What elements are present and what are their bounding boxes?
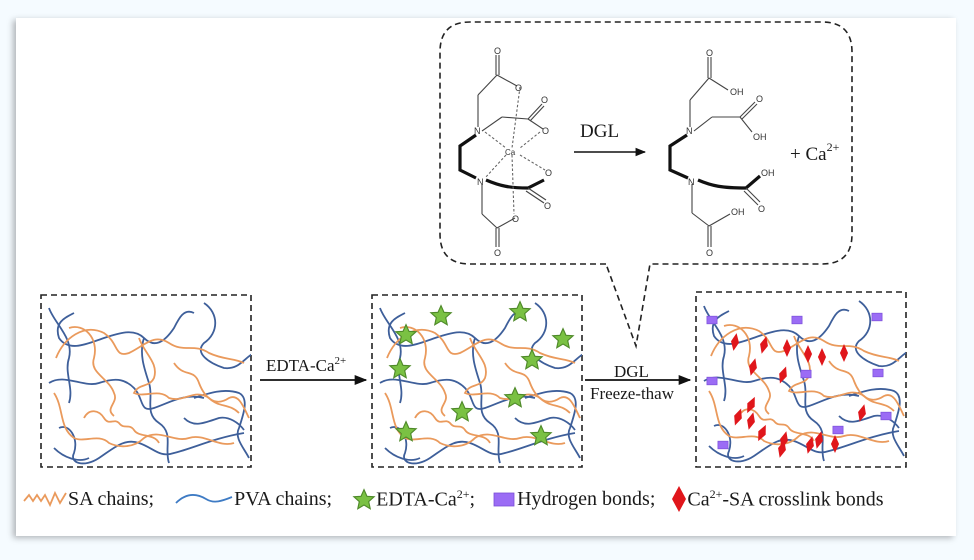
panel-crosslinked-network xyxy=(695,291,907,468)
edta-product-structure xyxy=(668,57,762,247)
hydrogen-bond-square-icon xyxy=(872,368,884,378)
atom-o: O xyxy=(758,204,765,214)
atom-o: O xyxy=(494,248,501,258)
legend-label: Hydrogen bonds; xyxy=(517,487,656,510)
crosslink-diamond-icon xyxy=(782,339,792,357)
edta-ca-star-icon xyxy=(509,301,531,322)
sa-chain-icon xyxy=(23,490,67,508)
hydrogen-bond-square-icon xyxy=(717,440,729,450)
crosslink-diamond-icon xyxy=(757,335,771,355)
legend-label: Ca2+-SA crosslink bonds xyxy=(687,486,884,511)
panel-initial-network xyxy=(40,294,252,468)
atom-n: N xyxy=(477,177,484,187)
hydrogen-bond-square-icon xyxy=(880,411,892,421)
edta-product-labels: O OH O OH N OH N O OH O xyxy=(686,48,775,258)
square-icon xyxy=(493,492,515,507)
crosslink-diamond-icon xyxy=(744,411,758,431)
edta-ca-complex-structure xyxy=(458,55,547,247)
step1-label: EDTA-Ca2+ xyxy=(266,355,346,375)
product-calcium-ion: + Ca2+ xyxy=(790,140,840,165)
callout-bubble xyxy=(439,21,853,350)
step2-label-bottom: Freeze-thaw xyxy=(590,384,675,403)
atom-oh: OH xyxy=(761,168,775,178)
atom-oh: OH xyxy=(730,87,744,97)
edta-ca-complex-labels: O O O O N Ca O N O O O xyxy=(474,46,552,258)
pva-chain-icon xyxy=(175,494,233,504)
atom-o: O xyxy=(544,201,551,211)
legend-item-crosslink-bonds: Ca2+-SA crosslink bonds xyxy=(667,485,884,513)
hydrogen-bond-square-icon xyxy=(871,312,883,322)
atom-o-minus: O xyxy=(512,214,519,224)
atom-o: O xyxy=(541,95,548,105)
star-icon xyxy=(353,489,375,510)
hydrogen-bond-square-icon xyxy=(791,315,803,325)
edta-ca-star-icon xyxy=(451,401,473,422)
crosslink-diamond-icon xyxy=(803,345,813,363)
atom-o: O xyxy=(706,248,713,258)
legend: SA chains; PVA chains; EDTA-Ca2+; Hydrog… xyxy=(22,484,896,514)
legend-label: EDTA-Ca2+; xyxy=(376,486,476,511)
edta-ca-star-icon xyxy=(504,387,526,408)
reaction-reagent-label: DGL xyxy=(580,121,619,142)
hydrogen-bond-square-icon xyxy=(832,425,844,435)
hydrogen-bond-square-icon xyxy=(800,369,812,379)
atom-oh: OH xyxy=(753,132,767,142)
legend-label: PVA chains; xyxy=(234,487,333,510)
step2-label-top: DGL xyxy=(614,362,649,381)
atom-o: O xyxy=(756,94,763,104)
atom-n: N xyxy=(688,177,695,187)
atom-o-minus: O xyxy=(542,126,549,136)
panel-crosslinked-chains xyxy=(703,300,906,463)
legend-item-sa-chains: SA chains; xyxy=(22,488,154,511)
atom-ca: Ca xyxy=(505,148,516,157)
atom-n: N xyxy=(686,126,693,136)
atom-o: O xyxy=(494,46,501,56)
legend-label: SA chains; xyxy=(68,487,155,510)
legend-item-edta-ca: EDTA-Ca2+; xyxy=(344,487,475,512)
edta-ca-star-icon xyxy=(552,328,574,349)
atom-o-minus: O xyxy=(545,168,552,178)
panel-edta-network xyxy=(371,294,583,468)
legend-item-hydrogen-bonds: Hydrogen bonds; xyxy=(487,488,655,511)
atom-n: N xyxy=(474,126,481,136)
legend-item-pva-chains: PVA chains; xyxy=(166,488,332,511)
hydrogen-bond-square-icon xyxy=(706,315,718,325)
diamond-icon xyxy=(672,486,687,512)
atom-o-minus: O xyxy=(515,83,522,93)
edta-ca-star-icon xyxy=(430,305,452,326)
panel-initial-chains xyxy=(48,302,251,465)
hydrogen-bond-square-icon xyxy=(706,376,718,386)
atom-o: O xyxy=(706,48,713,58)
crosslink-diamond-icon xyxy=(817,348,827,366)
atom-oh: OH xyxy=(731,207,745,217)
